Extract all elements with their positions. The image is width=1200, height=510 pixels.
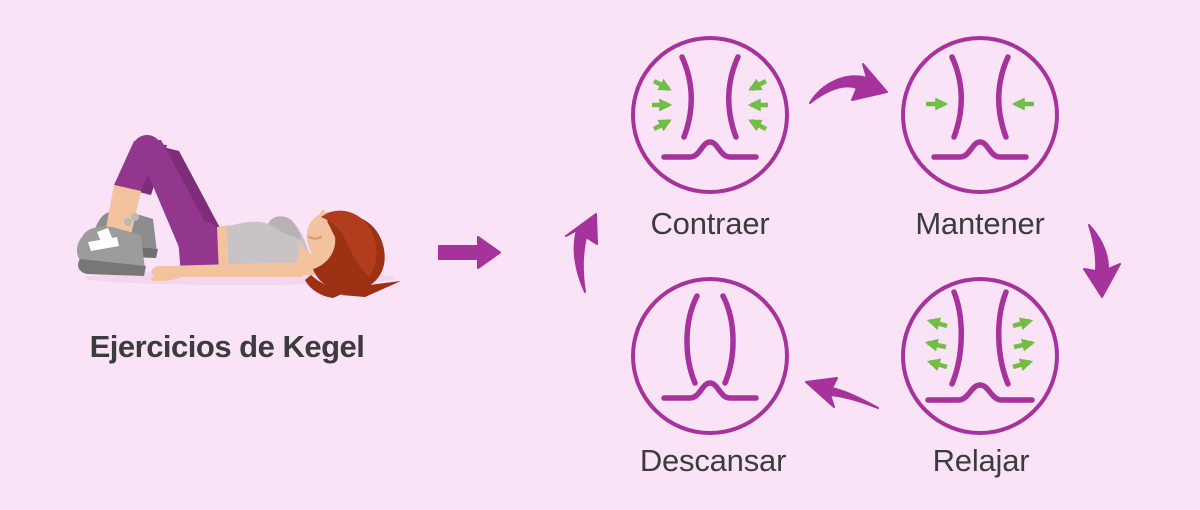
hair [305,210,401,298]
flow-right-arrow-icon [438,236,501,269]
front-shoe [76,213,146,276]
muscle-hold-icon [901,36,1059,194]
hand [150,265,181,282]
muscle-at-rest-icon [631,277,789,435]
muscle-relaxing-icon [901,277,1059,435]
mouth [307,235,323,240]
outward-arrows [924,317,1036,372]
arm [154,262,303,280]
neck-skin [297,241,325,275]
shin-skin [106,185,141,235]
page-title: Ejercicios de Kegel [89,329,365,364]
muscle-contracting-icon [631,36,789,194]
cycle-step-label: Mantener [915,206,1045,241]
cycle-step-label: Descansar [639,443,787,478]
arrow-mantener-to-relajar-icon [1083,224,1121,298]
cycle-step-label: Contraer [650,206,770,241]
tank-top-shade [268,216,302,240]
arrow-descansar-to-contraer-icon [565,213,598,293]
woman-lying-illustration [76,135,401,298]
cycle-step-label: Relajar [932,443,1030,478]
arrow-relajar-to-descansar-icon [805,377,879,409]
arrow-contraer-to-mantener-icon [809,63,888,104]
hips-leggings [177,220,223,275]
inward-arrows [652,78,768,132]
